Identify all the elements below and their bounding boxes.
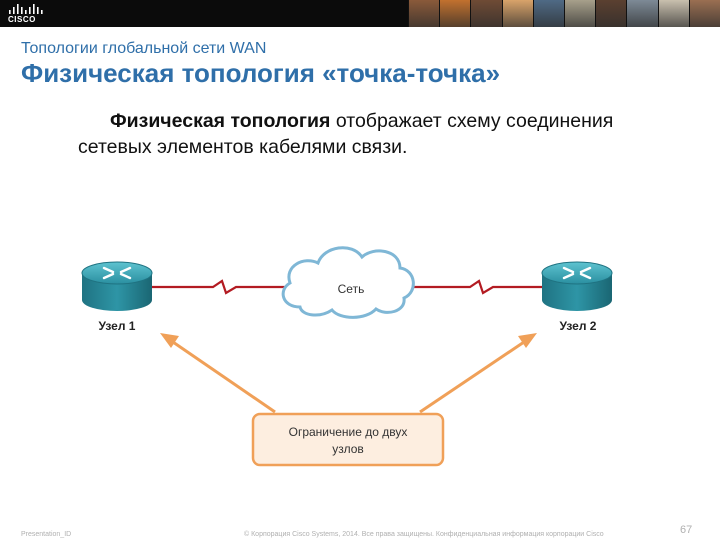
slide-description: Физическая топология отображает схему со… [78,108,678,160]
limitation-callout: Ограничение до двух узлов [251,412,445,467]
limitation-label-line-2: узлов [332,442,364,456]
header-photo [501,0,533,27]
node-2-label: Узел 2 [560,319,597,333]
cisco-bars-icon [9,4,43,14]
wan-link-right [412,279,542,295]
header-photo [532,0,565,27]
slide-subtitle: Топологии глобальной сети WAN [21,40,267,57]
header-photo [595,0,627,27]
header-photo [408,0,440,27]
footer-copyright: © Корпорация Cisco Systems, 2014. Все пр… [244,531,604,538]
network-cloud: Сеть [281,246,415,319]
slide-title: Физическая топология «точка-точка» [21,58,501,88]
cloud-label: Сеть [338,282,365,296]
arrow-to-node-1 [160,333,276,414]
node-1-label: Узел 1 [99,319,136,333]
page-number: 67 [680,524,693,536]
description-text: отображает схему соединения сетевых элем… [78,110,614,158]
limitation-label-line-1: Ограничение до двух [289,425,408,439]
description-bold-term: Физическая топология [110,110,331,132]
arrow-to-node-2 [419,333,537,414]
cisco-logo: CISCO [8,3,48,25]
cisco-logo-text: CISCO [8,15,36,24]
header-photo [626,0,658,27]
wan-link-left [152,279,285,295]
header-photo [688,0,720,27]
header-photo [470,0,502,27]
header-photo [657,0,689,27]
router-node-2-icon [541,261,613,311]
top-banner: CISCO [0,0,720,27]
header-photo [564,0,596,27]
header-photo-strip [408,0,720,27]
header-photo [439,0,471,27]
footer-presentation-id: Presentation_ID [21,531,72,538]
router-node-1-icon [81,261,153,311]
